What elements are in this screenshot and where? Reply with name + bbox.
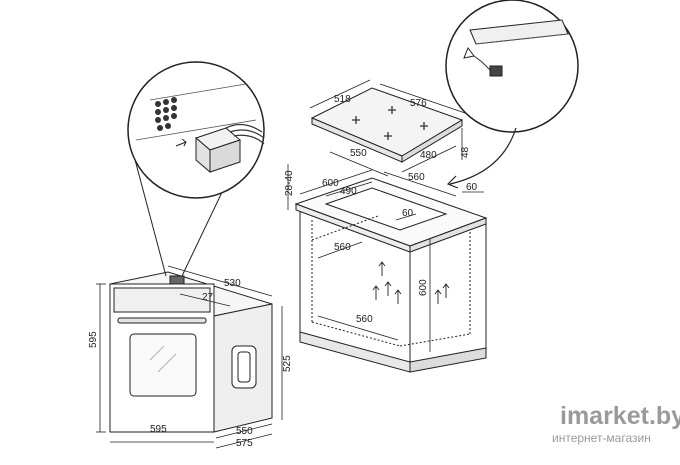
- cabinet-dimension-lines: [287, 164, 484, 352]
- dim-hob-depth: 518: [334, 94, 351, 105]
- plinth: [299, 331, 411, 373]
- dim-niche-depth: 560: [334, 242, 351, 253]
- oven-door-window: [129, 333, 197, 397]
- oven-control-panel: [113, 287, 211, 313]
- dim-rear-gap: 60: [466, 182, 478, 193]
- watermark-brand: imarket.by: [560, 402, 680, 430]
- terminal-socket-grid: [155, 97, 177, 131]
- oven: [109, 271, 273, 433]
- dim-hob-cutout-width: 550: [350, 148, 367, 159]
- connect-arrow-icon: [175, 138, 187, 147]
- dim-oven-top-depth: 530: [224, 278, 241, 289]
- dim-oven-height: 595: [88, 331, 99, 348]
- dim-hob-width: 576: [410, 98, 427, 109]
- dim-cabinet-width: 600: [322, 178, 339, 189]
- dim-oven-top-offset: 27: [202, 292, 214, 303]
- hob-side-edge: [401, 119, 463, 163]
- hob-burner-marks: [352, 106, 428, 140]
- placement-arrow-icon: [446, 127, 517, 189]
- connector-detail-callout: [127, 61, 265, 277]
- dim-cutout-depth: 490: [340, 186, 357, 197]
- hob-dimension-lines: [309, 79, 469, 177]
- callout-pointer-line: [133, 155, 167, 277]
- clamp-bracket-icon: [463, 46, 503, 77]
- oven-connector-block: [169, 275, 185, 285]
- dim-inner-gap: 60: [402, 208, 414, 219]
- dim-oven-body-height: 525: [282, 355, 293, 372]
- watermark-subtitle: интернет-магазин: [552, 431, 651, 445]
- hob: [310, 87, 464, 163]
- dim-worktop-thickness: 28-40: [284, 170, 295, 196]
- worktop-cutout: [324, 187, 448, 231]
- dim-hob-cutout-depth: 480: [420, 150, 437, 161]
- hob-clamp-detail-callout: [445, 0, 579, 189]
- cabinet: [294, 177, 488, 373]
- dim-cutout-width: 560: [408, 172, 425, 183]
- dim-oven-total-depth: 575: [236, 438, 253, 449]
- airflow-arrows: [372, 261, 450, 304]
- clamp-magnifier-circle: [445, 0, 579, 133]
- dim-oven-width: 595: [150, 424, 167, 435]
- callout-pointer-line: [181, 187, 225, 277]
- oven-door-handle: [117, 317, 207, 324]
- dim-hob-height: 48: [460, 146, 471, 158]
- terminal-plug-block: [195, 123, 265, 174]
- dim-oven-body-depth: 550: [236, 426, 253, 437]
- dim-niche-width: 560: [356, 314, 373, 325]
- oven-dimension-lines: [96, 265, 283, 449]
- dim-niche-height: 600: [418, 279, 429, 296]
